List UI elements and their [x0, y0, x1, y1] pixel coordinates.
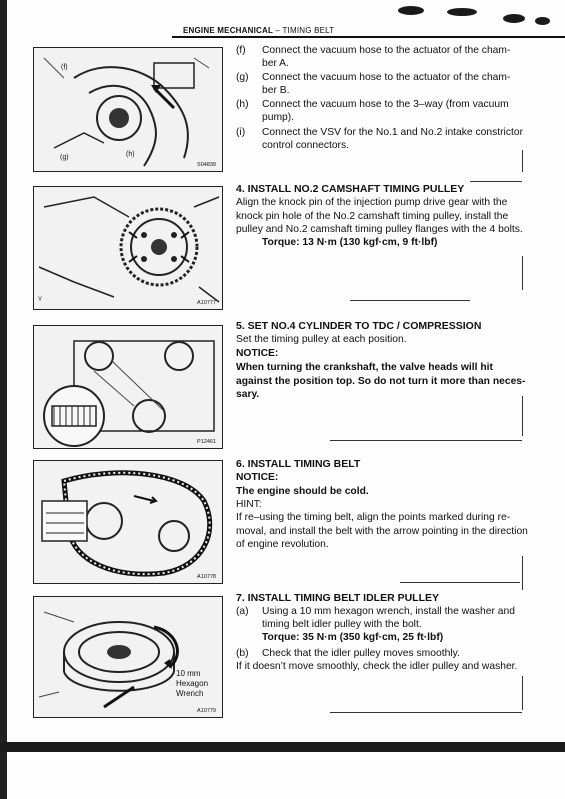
header-section: ENGINE MECHANICAL [183, 26, 273, 35]
tdc-position-illustration [34, 326, 222, 448]
scan-smudge [503, 14, 525, 23]
item-text: Connect the vacuum hose to the actuator … [262, 72, 511, 83]
item-text: Connect the VSV for the No.1 and No.2 in… [262, 127, 523, 138]
margin-mark [400, 582, 520, 583]
wrench-callout-line: Hexagon [176, 679, 209, 688]
step-6-hint-line: If re–using the timing belt, align the p… [236, 512, 511, 523]
step-4-line: Align the knock pin of the injection pum… [236, 197, 508, 208]
item-label: (b) [236, 648, 249, 659]
callout-y: Y [38, 297, 43, 303]
header-separator: – [275, 26, 281, 35]
wrench-callout: 10 mm Hexagon Wrench [176, 669, 208, 699]
item-text-cont: control connectors. [262, 140, 349, 151]
margin-mark [330, 712, 522, 713]
figure-vacuum-hoses: (f) (g) (h) S04839 [33, 47, 223, 172]
item-text-cont: timing belt idler pulley with the bolt. [262, 619, 422, 630]
step-7-torque: Torque: 35 N·m (350 kgf·cm, 25 ft·lbf) [262, 632, 444, 643]
margin-mark [522, 150, 523, 172]
item-label: (h) [236, 99, 249, 110]
scan-edge-bottom [0, 742, 565, 752]
step-5-notice-line: against the position top. So do not turn… [236, 375, 526, 387]
step-5-notice-line: sary. [236, 389, 260, 400]
margin-mark [522, 256, 523, 290]
step-6-hint-line: of engine revolution. [236, 539, 329, 550]
step-5-title: 5. SET NO.4 CYLINDER TO TDC / COMPRESSIO… [236, 320, 482, 332]
step-7-item-b: (b) Check that the idler pulley moves sm… [236, 647, 546, 661]
list-item: (f) Connect the vacuum hose to the actua… [236, 44, 536, 74]
callout-g: (g) [60, 154, 69, 161]
idler-pulley-illustration [34, 597, 222, 717]
header-rule [172, 36, 565, 38]
item-label: (f) [236, 45, 246, 56]
scan-edge-left [0, 0, 7, 799]
item-text: Connect the vacuum hose to the 3–way (fr… [262, 99, 509, 110]
margin-mark [470, 181, 522, 182]
step-6-hint-line: moval, and install the belt with the arr… [236, 525, 528, 537]
list-item: (h) Connect the vacuum hose to the 3–way… [236, 98, 536, 128]
step-5-line: Set the timing pulley at each position. [236, 334, 407, 345]
step-7-title: 7. INSTALL TIMING BELT IDLER PULLEY [236, 592, 440, 604]
header-subsection: TIMING BELT [282, 26, 335, 35]
callout-f: (f) [61, 64, 68, 71]
page-header: ENGINE MECHANICAL – TIMING BELT [183, 26, 334, 35]
figure-idler-pulley: 10 mm Hexagon Wrench A10779 [33, 596, 223, 718]
margin-mark [522, 676, 523, 710]
scan-smudge [447, 8, 477, 16]
step-4-line: knock pin hole of the No.2 camshaft timi… [236, 210, 509, 222]
step-5-notice-label: NOTICE: [236, 348, 279, 359]
item-label: (g) [236, 72, 249, 83]
list-item: (g) Connect the vacuum hose to the actua… [236, 71, 536, 101]
figure-code: A10777 [197, 300, 216, 306]
wrench-callout-line: Wrench [176, 689, 204, 698]
step-4-torque: Torque: 13 N·m (130 kgf·cm, 9 ft·lbf) [262, 237, 438, 248]
figure-code: A10779 [197, 708, 216, 714]
figure-code: A10778 [197, 574, 216, 580]
figure-tdc-position: P12461 [33, 325, 223, 449]
item-label: (a) [236, 606, 249, 617]
margin-mark [350, 300, 470, 301]
item-text: Check that the idler pulley moves smooth… [262, 648, 460, 659]
scan-smudge [535, 17, 550, 25]
step-4-title: 4. INSTALL NO.2 CAMSHAFT TIMING PULLEY [236, 183, 465, 195]
step-6-hint: If re–using the timing belt, align the p… [236, 511, 556, 552]
step-5-notice: When turning the crankshaft, the valve h… [236, 361, 556, 402]
figure-code: P12461 [197, 439, 216, 445]
item-text-cont: ber A. [262, 58, 289, 69]
item-text: Connect the vacuum hose to the actuator … [262, 45, 511, 56]
vacuum-hose-illustration [34, 48, 222, 171]
item-text: Using a 10 mm hexagon wrench, install th… [262, 606, 515, 617]
camshaft-pulley-illustration [34, 187, 222, 309]
list-item: (i) Connect the VSV for the No.1 and No.… [236, 126, 546, 156]
figure-camshaft-pulley: Y A10777 [33, 186, 223, 310]
item-text-cont: pump). [262, 112, 295, 123]
step-6-notice: The engine should be cold. [236, 486, 369, 497]
timing-belt-illustration [34, 461, 222, 583]
figure-code: S04839 [197, 162, 216, 168]
margin-mark [330, 440, 522, 441]
step-6-hint-label: HINT: [236, 499, 262, 510]
item-text-cont: ber B. [262, 85, 290, 96]
scan-smudge [398, 6, 424, 15]
figure-timing-belt: A10778 [33, 460, 223, 584]
step-6-title: 6. INSTALL TIMING BELT [236, 458, 361, 470]
margin-mark [522, 556, 523, 590]
item-label: (i) [236, 127, 246, 138]
callout-h: (h) [126, 151, 135, 158]
step-7-item-a: (a) Using a 10 mm hexagon wrench, instal… [236, 605, 546, 633]
margin-mark [522, 396, 523, 436]
wrench-callout-line: 10 mm [176, 669, 201, 678]
step-4-line: pulley and No.2 camshaft timing pulley f… [236, 224, 523, 235]
step-7-followup: If it doesn’t move smoothly, check the i… [236, 661, 518, 672]
step-5-notice-line: When turning the crankshaft, the valve h… [236, 362, 493, 373]
step-4-body: Align the knock pin of the injection pum… [236, 196, 556, 237]
step-6-notice-label: NOTICE: [236, 472, 279, 483]
